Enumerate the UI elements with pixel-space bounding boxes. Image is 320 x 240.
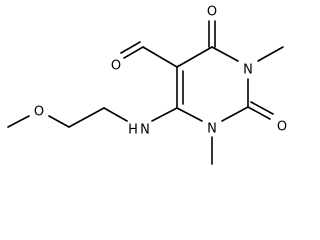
- bond-c4-n3: [211, 46, 239, 62]
- bonds: [7, 20, 284, 165]
- atom-n1: N: [207, 122, 217, 137]
- bond-cho-o-double: [120, 41, 141, 54]
- atom-o-ether: O: [34, 105, 44, 120]
- bond-nh-c6: [151, 107, 178, 122]
- atom-n-amine: N: [140, 123, 150, 138]
- bond-c5-c4: [176, 46, 213, 68]
- bond-c2-n1: [221, 106, 249, 122]
- bond-cho-o: [123, 46, 144, 59]
- bond-ch2-ch2: [68, 107, 105, 128]
- atom-h-amine: H: [128, 123, 138, 138]
- atom-o-c4: O: [207, 5, 217, 20]
- bond-n1-c6: [176, 107, 203, 122]
- bond-ch2-nh: [103, 107, 128, 122]
- bond-c2-o-double: [250, 101, 274, 115]
- atom-n3: N: [243, 63, 253, 78]
- bond-n3-methyl: [257, 46, 284, 62]
- chemical-structure: O H N O O N O N: [7, 5, 287, 165]
- bond-methyl-oether: [7, 115, 30, 128]
- bond-c2-o: [247, 106, 271, 120]
- atom-o-aldehyde: O: [111, 59, 121, 74]
- bond-oether-ch2: [48, 115, 70, 128]
- bond-c5-cho: [142, 46, 178, 68]
- atom-labels: O H N O O N O N: [34, 5, 287, 138]
- atom-o-c2: O: [277, 120, 287, 135]
